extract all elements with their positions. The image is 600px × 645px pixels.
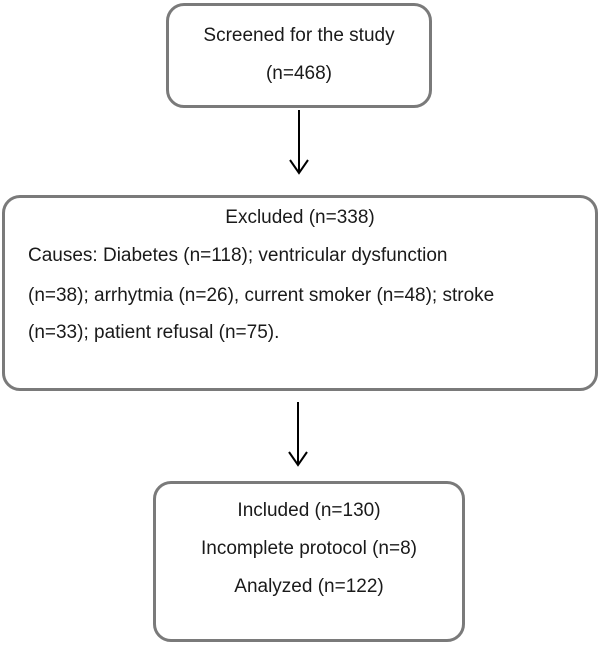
screened-count: (n=468) xyxy=(265,63,333,84)
analyzed-line: Analyzed (n=122) xyxy=(234,576,384,597)
arrow-down-1 xyxy=(289,110,309,175)
excluded-causes-line-1: Causes: Diabetes (n=118); ventricular dy… xyxy=(28,245,448,266)
excluded-causes-line-2: (n=38); arrhytmia (n=26), current smoker… xyxy=(28,285,495,306)
incomplete-protocol-line: Incomplete protocol (n=8) xyxy=(201,538,417,559)
excluded-causes-line-3: (n=33); patient refusal (n=75). xyxy=(28,322,280,343)
excluded-title: Excluded (n=338) xyxy=(225,207,375,228)
excluded-box: Excluded (n=338) Causes: Diabetes (n=118… xyxy=(2,195,598,391)
screened-box: Screened for the study (n=468) xyxy=(166,3,432,108)
included-box: Included (n=130) Incomplete protocol (n=… xyxy=(153,481,465,642)
arrow-down-2 xyxy=(288,402,308,467)
screened-title: Screened for the study xyxy=(203,25,395,46)
included-line-1: Included (n=130) xyxy=(237,500,381,521)
